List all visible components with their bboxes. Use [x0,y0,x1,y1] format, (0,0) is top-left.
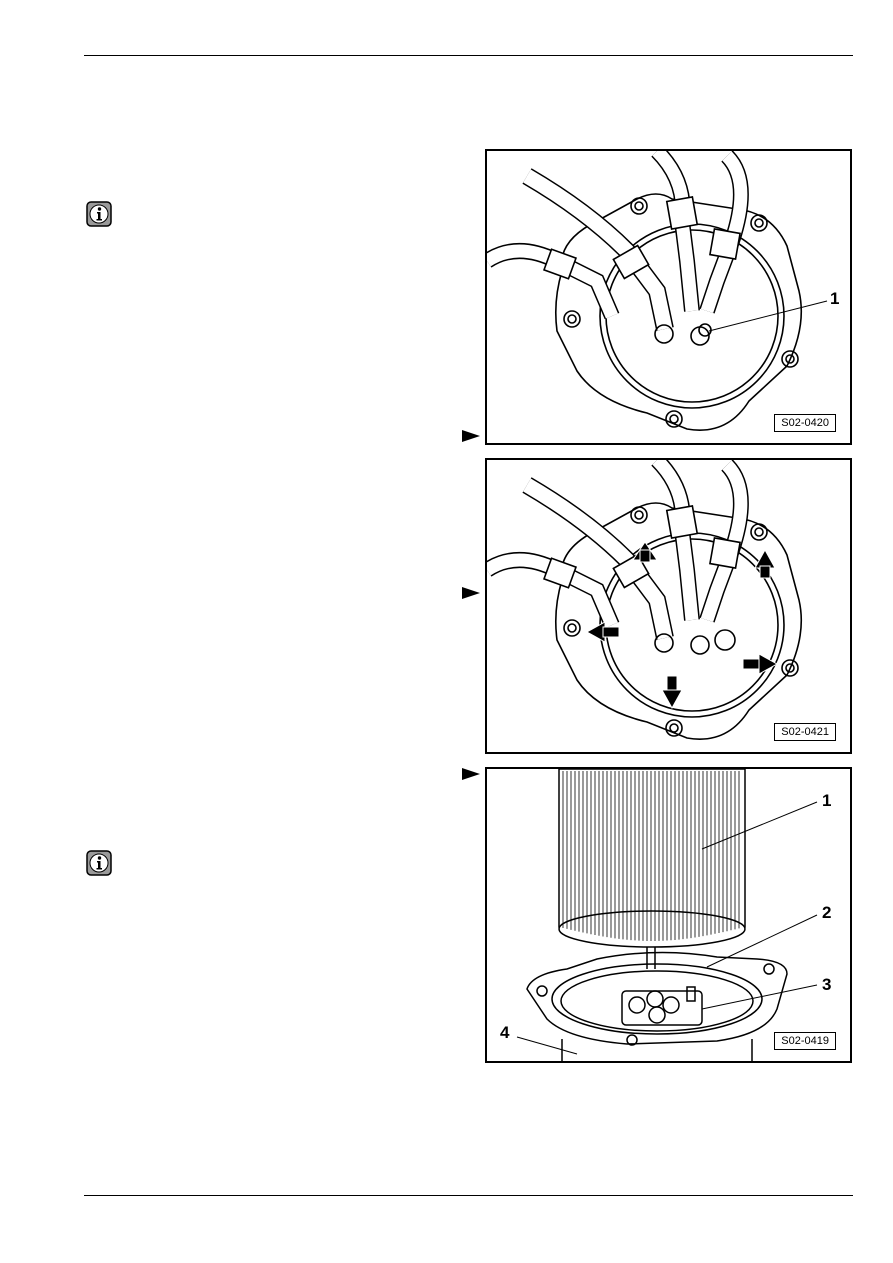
info-icon [86,850,112,876]
filter-cover-drawing [487,460,803,740]
footer-rule [84,1195,853,1196]
figure-filter-cover-hoses: 1 S02-0420 [485,149,852,445]
figure-label: S02-0419 [774,1032,836,1050]
filter-cover-drawing [487,151,828,431]
pointer-arrow-icon [462,587,480,599]
callout-2: 2 [822,903,832,922]
info-icon [86,201,112,227]
callout-4: 4 [500,1023,510,1042]
callout-1: 1 [830,289,840,308]
figure-filter-element: 1 2 3 4 S02-0419 [485,767,852,1063]
figure-filter-cover-screws: S02-0421 [485,458,852,754]
filter-element-drawing [516,769,818,1061]
callout-1: 1 [822,791,832,810]
header-rule [84,55,853,56]
callout-3: 3 [822,975,832,994]
figure-label: S02-0420 [774,414,836,432]
pointer-arrow-icon [462,768,480,780]
figure-label: S02-0421 [774,723,836,741]
pointer-arrow-icon [462,430,480,442]
